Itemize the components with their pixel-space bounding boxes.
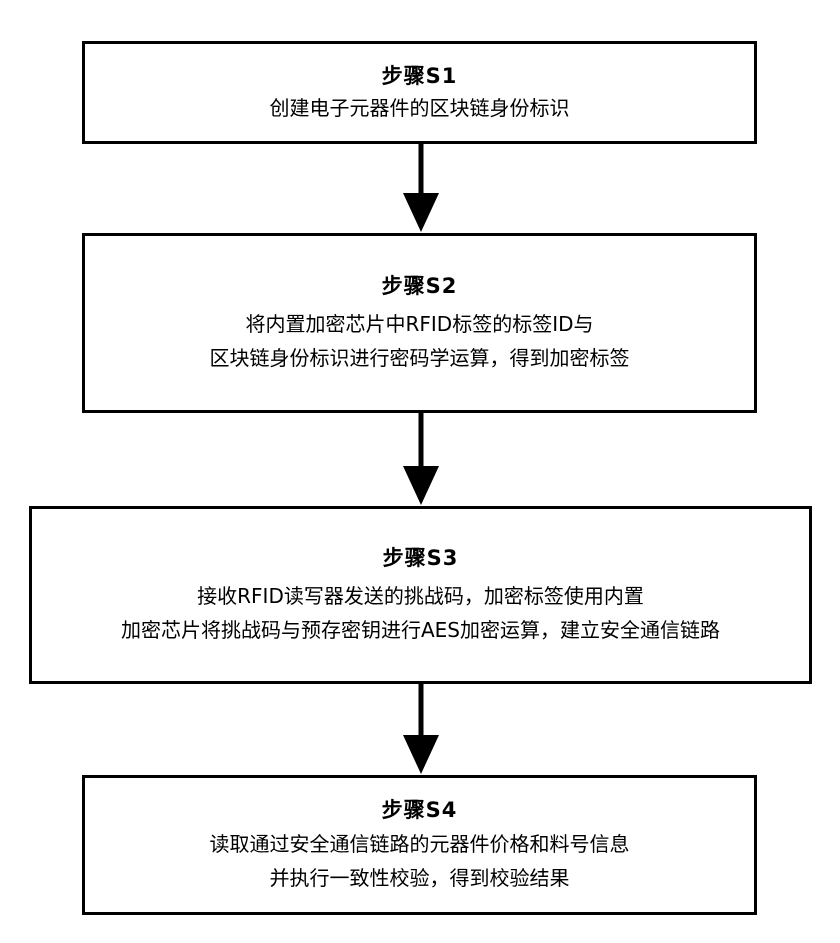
step-s2-line-2: 区块链身份标识进行密码学运算，得到加密标签 bbox=[210, 341, 630, 375]
step-s1-line-1: 创建电子元器件的区块链身份标识 bbox=[270, 91, 570, 125]
step-s3-line-1: 接收RFID读写器发送的挑战码，加密标签使用内置 bbox=[197, 579, 644, 613]
step-s4-line-1: 读取通过安全通信链路的元器件价格和料号信息 bbox=[210, 827, 630, 861]
step-s1-title: 步骤S1 bbox=[382, 61, 458, 91]
step-s4-line-2: 并执行一致性校验，得到校验结果 bbox=[270, 861, 570, 895]
step-s2-box: 步骤S2 将内置加密芯片中RFID标签的标签ID与 区块链身份标识进行密码学运算… bbox=[82, 233, 757, 413]
arrow-s2-to-s3 bbox=[403, 413, 439, 505]
step-s1-box: 步骤S1 创建电子元器件的区块链身份标识 bbox=[82, 41, 757, 144]
step-s4-box: 步骤S4 读取通过安全通信链路的元器件价格和料号信息 并执行一致性校验，得到校验… bbox=[82, 775, 757, 915]
step-s3-box: 步骤S3 接收RFID读写器发送的挑战码，加密标签使用内置 加密芯片将挑战码与预… bbox=[29, 506, 812, 684]
step-s2-title: 步骤S2 bbox=[382, 271, 458, 301]
arrow-s3-to-s4 bbox=[403, 684, 439, 774]
arrow-s1-to-s2 bbox=[403, 144, 439, 232]
step-s3-line-2: 加密芯片将挑战码与预存密钥进行AES加密运算，建立安全通信链路 bbox=[121, 613, 720, 647]
step-s3-title: 步骤S3 bbox=[383, 543, 459, 573]
step-s4-title: 步骤S4 bbox=[382, 795, 458, 825]
step-s2-line-1: 将内置加密芯片中RFID标签的标签ID与 bbox=[246, 307, 594, 341]
